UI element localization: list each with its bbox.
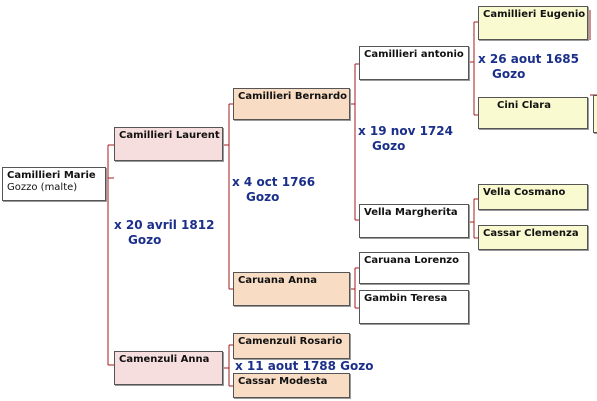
person-ffm[interactable]: Vella Margherita — [359, 204, 469, 238]
marriage-info-1: x 20 avril 1812 Gozo — [114, 218, 214, 248]
marriage-date: x 20 avril 1812 — [114, 218, 215, 232]
marriage-date: x 4 oct 1766 — [232, 175, 316, 189]
person-name: Camillieri Eugenio — [483, 9, 586, 20]
person-place: Gozzo (malte) — [7, 182, 78, 193]
person-ff[interactable]: Camillieri Bernardo — [233, 88, 350, 120]
connector-ff — [350, 63, 359, 221]
person-name: Gambin Teresa — [364, 293, 448, 304]
marriage-info-5: x 26 aout 1685 Gozo — [478, 52, 579, 82]
person-father[interactable]: Camillieri Laurent — [114, 127, 223, 161]
person-ffmf[interactable]: Vella Cosmano — [478, 184, 588, 210]
marriage-date: x 11 aout 1788 Gozo — [235, 359, 374, 373]
person-name: Camillieri antonio — [364, 49, 464, 60]
connector-fff — [469, 21, 478, 116]
person-root[interactable]: Camillieri Marie Gozzo (malte) — [2, 167, 106, 201]
person-fmm[interactable]: Gambin Teresa — [359, 290, 469, 324]
marriage-info-4: x 19 nov 1724 Gozo — [358, 124, 453, 154]
person-ffff[interactable]: Camillieri Eugenio — [478, 6, 588, 40]
marriage-place: Gozo — [246, 190, 280, 204]
person-name: Camillieri Marie — [7, 170, 96, 181]
connector-fm — [350, 267, 359, 309]
marriage-info-3: x 11 aout 1788 Gozo — [235, 359, 374, 374]
person-name: Camillieri Bernardo — [238, 91, 348, 102]
person-mother[interactable]: Camenzuli Anna — [114, 351, 223, 385]
person-name: Cassar Clemenza — [483, 228, 579, 239]
connector-mother — [223, 344, 233, 387]
person-fff[interactable]: Camillieri antonio — [359, 46, 469, 80]
person-name: Vella Cosmano — [483, 187, 566, 198]
marriage-info-2: x 4 oct 1766 Gozo — [232, 175, 315, 205]
marriage-place: Gozo — [492, 67, 526, 81]
marriage-place: Gozo — [372, 139, 406, 153]
person-fmf[interactable]: Caruana Lorenzo — [359, 252, 469, 284]
person-mm[interactable]: Cassar Modesta — [233, 373, 350, 398]
marriage-place: Gozo — [128, 233, 162, 247]
person-name: Cini Clara — [497, 100, 551, 111]
connector-father — [223, 103, 233, 290]
person-name: Camillieri Laurent — [119, 130, 220, 141]
person-name: Camenzuli Rosario — [238, 336, 343, 347]
connector-root — [107, 144, 114, 366]
marriage-date: x 19 nov 1724 — [358, 124, 453, 138]
connector-ffm — [469, 198, 478, 239]
person-name: Cassar Modesta — [238, 376, 328, 387]
person-fffm[interactable]: Cini Clara — [478, 97, 588, 129]
person-name: Caruana Lorenzo — [364, 255, 459, 266]
person-name: Camenzuli Anna — [119, 354, 210, 365]
person-fm[interactable]: Caruana Anna — [233, 272, 350, 306]
person-name: Caruana Anna — [238, 275, 317, 286]
person-name: Vella Margherita — [364, 207, 458, 218]
marriage-date: x 26 aout 1685 — [478, 52, 579, 66]
person-edge-box — [593, 95, 597, 133]
person-ffmm[interactable]: Cassar Clemenza — [478, 225, 588, 250]
person-mf[interactable]: Camenzuli Rosario — [233, 333, 350, 359]
